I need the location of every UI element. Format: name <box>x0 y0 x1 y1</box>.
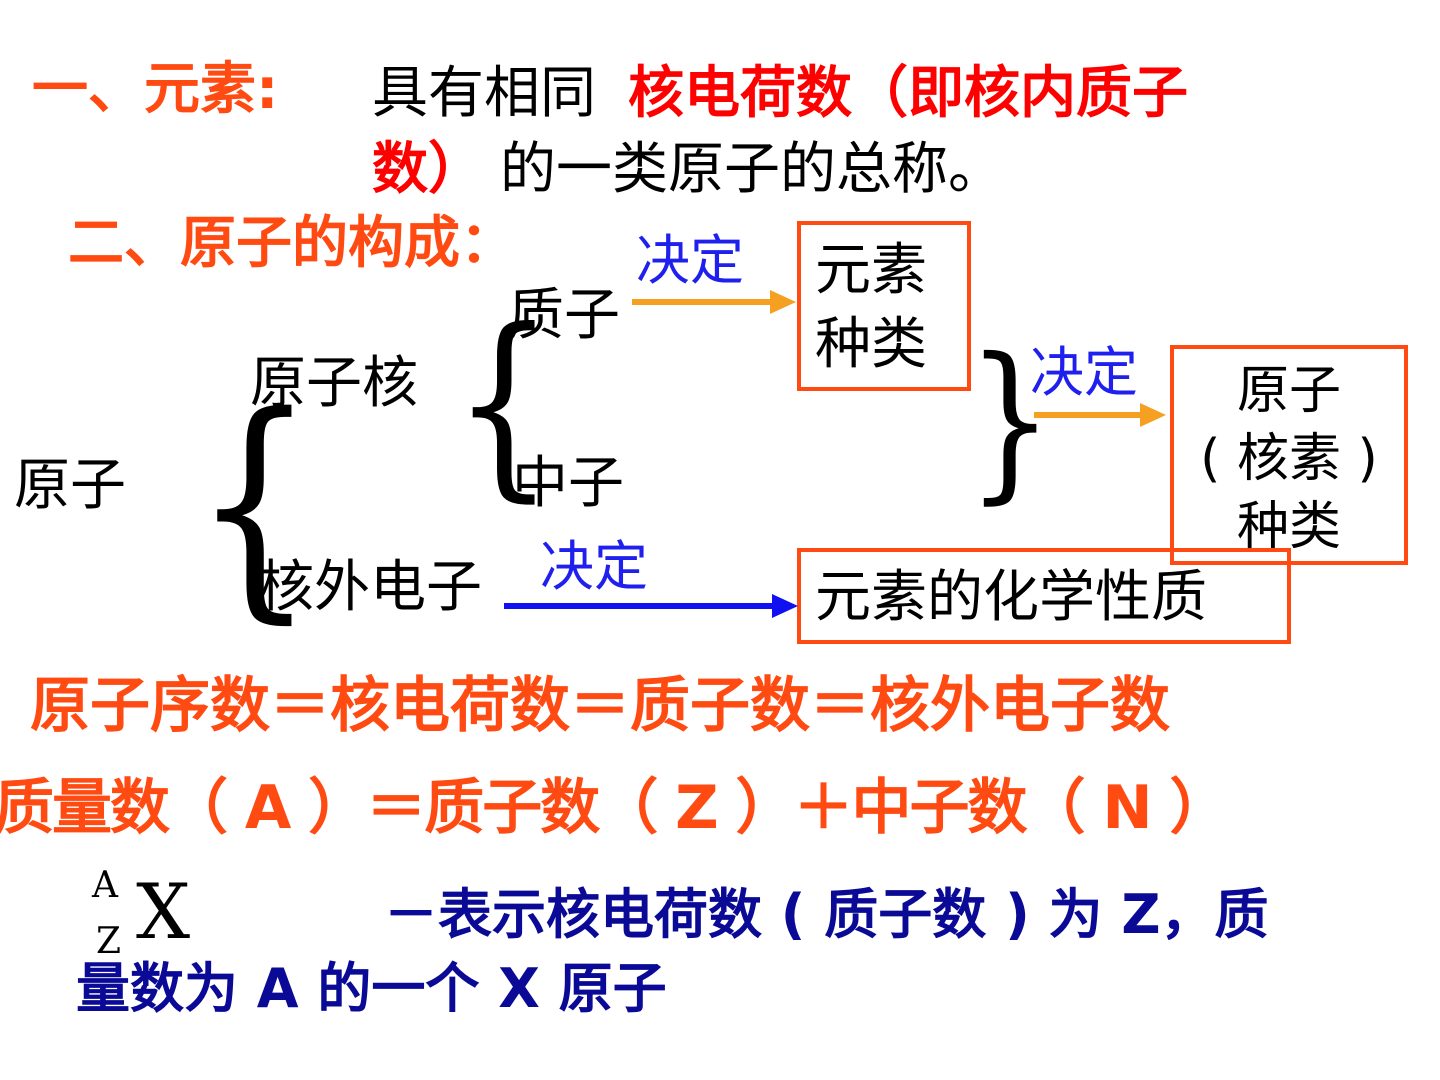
section1-text-a: 具有相同 <box>372 61 596 126</box>
section1-text-b: 的一类原子的总称。 <box>500 137 1004 202</box>
neutron-label: 中子 <box>512 451 624 516</box>
section1-highlight-2: 数） <box>372 137 484 202</box>
element-kind-box: 元素 种类 <box>797 221 971 391</box>
section2-heading: 二、原子的构成： <box>68 211 516 276</box>
atom-left-brace: { <box>193 364 316 644</box>
right-brace: } <box>966 322 1054 520</box>
nuclide-kind-line3: 种类 <box>1236 497 1341 557</box>
arrow-to-nuclide <box>1034 403 1166 427</box>
decides-label-2: 决定 <box>1030 341 1138 404</box>
arrow-proton-to-element <box>632 290 796 314</box>
notation-desc-1: －表示核电荷数 ( 质子数 ) 为 Z，质 <box>384 883 1269 946</box>
notation-symbol: X <box>136 867 191 956</box>
nuclide-kind-line1: 原子 <box>1236 361 1341 421</box>
atom-label: 原子 <box>14 453 126 518</box>
arrow-electron-to-property <box>504 594 798 618</box>
notation-desc-2: 量数为 A 的一个 X 原子 <box>76 957 667 1020</box>
formula-line-2: 质量数（ A ）＝质子数（ Z ）＋中子数（ N ） <box>0 773 1229 843</box>
decides-label-1: 决定 <box>636 229 744 292</box>
proton-label: 质子 <box>508 283 620 348</box>
element-kind-line2: 种类 <box>815 312 927 377</box>
chem-property-label: 元素的化学性质 <box>815 565 1207 630</box>
nucleus-label: 原子核 <box>250 351 418 416</box>
notation-mass-number: A <box>92 865 118 906</box>
section1-heading: 一、元素: <box>32 57 279 122</box>
nuclide-kind-line2: ( 核素 ) <box>1200 429 1378 489</box>
element-kind-line1: 元素 <box>815 238 927 303</box>
nucleus-left-brace: { <box>452 287 555 520</box>
notation-atomic-number: Z <box>96 921 122 962</box>
section1-highlight: 核电荷数（即核内质子 <box>628 61 1188 126</box>
chem-property-box: 元素的化学性质 <box>797 548 1291 644</box>
nuclide-kind-box: 原子 ( 核素 ) 种类 <box>1170 345 1408 565</box>
formula-line-1: 原子序数＝核电荷数＝质子数＝核外电子数 <box>30 671 1170 741</box>
decides-label-3: 决定 <box>540 535 648 598</box>
electron-label: 核外电子 <box>258 555 482 620</box>
